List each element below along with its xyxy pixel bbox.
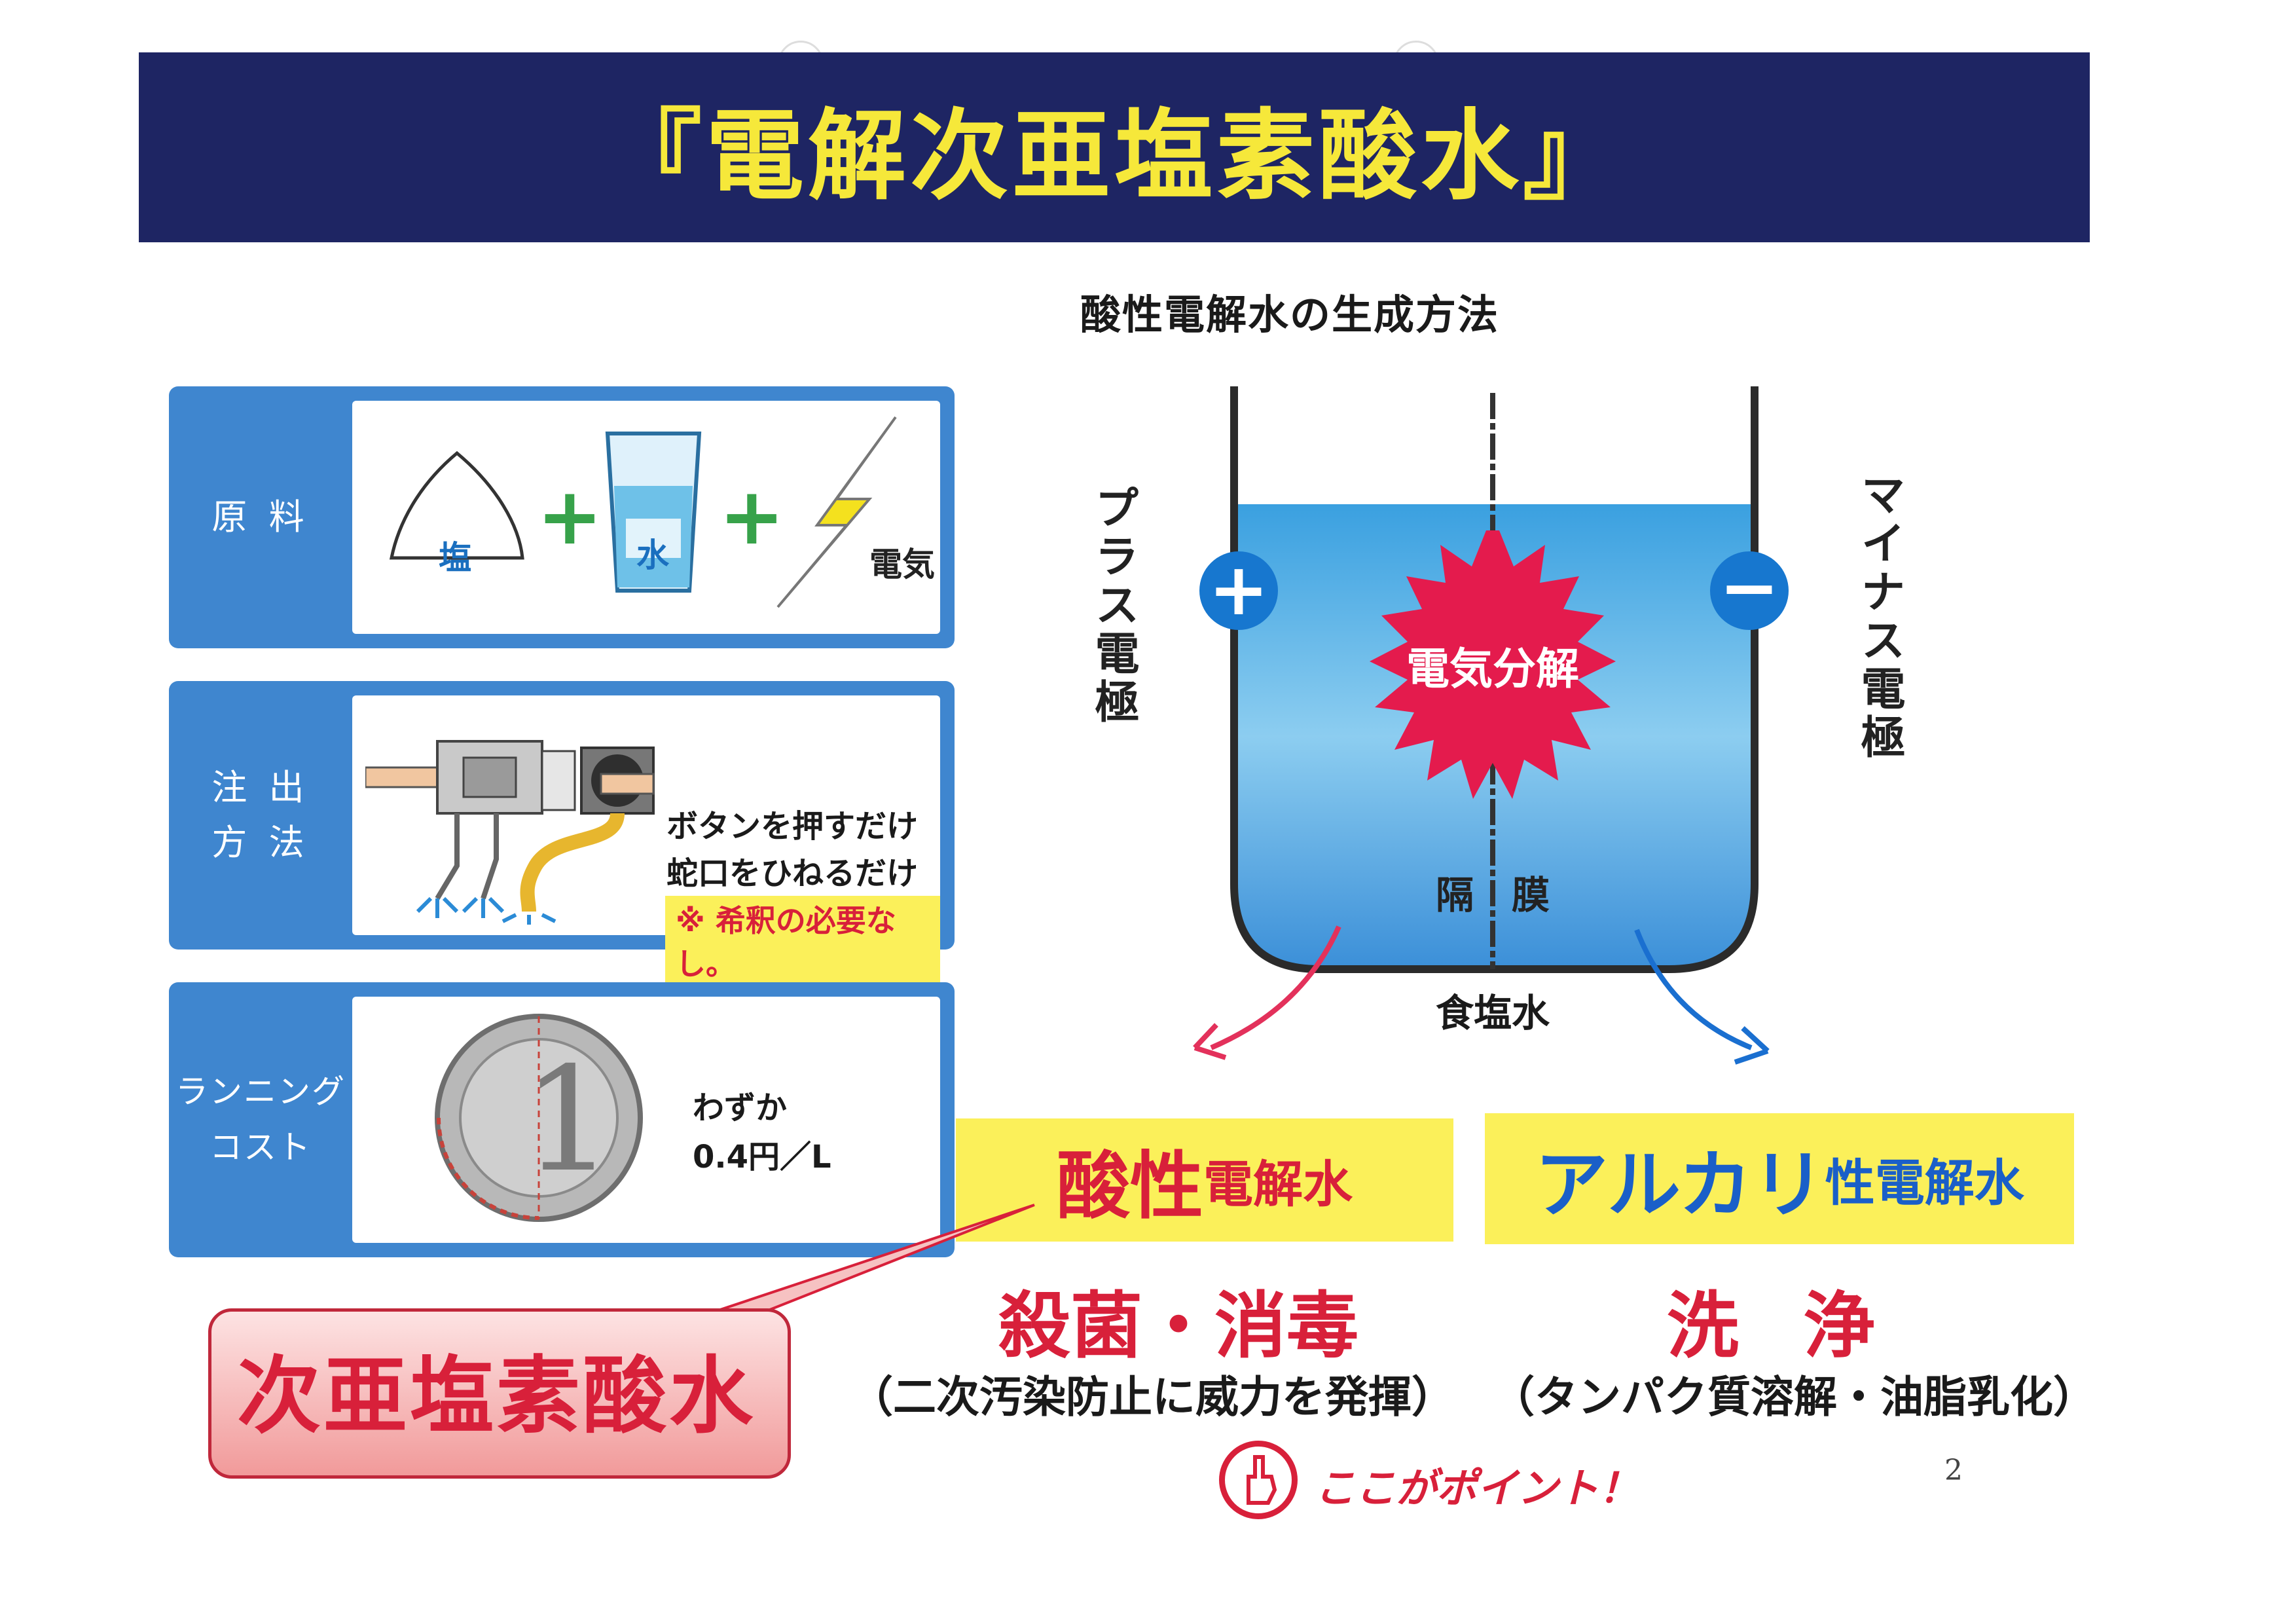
salt-pile-icon	[389, 451, 524, 560]
dispense-line-1: ボタンを押すだけ	[666, 808, 919, 845]
panel-running-cost: ランニング コスト 1 わずか 0.4円／L	[169, 982, 955, 1257]
plus-electrode-sign: +	[1199, 551, 1278, 630]
water-glass-icon	[605, 432, 702, 593]
hypochlorous-callout-text: 次亜塩素酸水	[236, 1348, 756, 1445]
cost-line-2: 0.4円／L	[693, 1139, 831, 1175]
alkali-water-label: アルカリ 性電解水	[1485, 1113, 2074, 1244]
acid-effect-detail: （二次汚染防止に威力を発揮）	[850, 1372, 1455, 1422]
one-yen-coin-icon	[435, 1014, 643, 1222]
point-hand-icon	[1219, 1441, 1298, 1519]
alkali-big: アルカリ	[1535, 1143, 1825, 1228]
burst-label: 電気分解	[1406, 644, 1579, 694]
page-title: 『電解次亜塩素酸水』	[603, 99, 1625, 213]
acid-big: 酸性	[1057, 1144, 1203, 1229]
no-dilution-note: ※ 希釈の必要なし。	[665, 896, 940, 985]
panel-ingredients-content: 塩 + 水 + 電気	[352, 401, 940, 634]
membrane-label: 隔 膜	[1435, 873, 1550, 917]
saltwater-label: 食塩水	[1435, 991, 1550, 1035]
alkali-effect-detail: （タンパク質溶解・油脂乳化）	[1491, 1372, 2096, 1422]
electrolysis-burst	[1370, 530, 1616, 799]
plus-sign-2: +	[719, 471, 785, 563]
panel-running-cost-content: 1 わずか 0.4円／L	[352, 997, 940, 1243]
water-label: 水	[636, 536, 669, 574]
panel-running-cost-label: ランニング コスト	[175, 1073, 346, 1166]
alkali-small: 性電解水	[1825, 1154, 2024, 1212]
acid-water-label: 酸性 電解水	[956, 1118, 1453, 1242]
point-label: ここがポイント！	[1315, 1464, 1640, 1512]
page-number: 2	[1944, 1454, 1963, 1487]
electricity-label: 電気	[869, 545, 935, 583]
minus-electrode-sign: −	[1710, 551, 1789, 630]
panel-dispensing: 注 出 方 法 ボタンを押すだけ 蛇口をひねるだけ ※ 希釈の必要なし。	[169, 681, 955, 985]
plus-electrode-label: プラス電極	[1087, 485, 1139, 727]
cost-line-1: わずか	[693, 1090, 788, 1126]
diagram-title: 酸性電解水の生成方法	[1080, 291, 1499, 339]
minus-electrode-label: マイナス電極	[1853, 471, 1904, 762]
acid-effect: 殺菌・消毒	[998, 1284, 1358, 1368]
acid-small: 電解水	[1203, 1155, 1353, 1213]
salt-label: 塩	[439, 539, 471, 577]
lightning-icon	[776, 416, 897, 608]
hypochlorous-callout	[208, 1308, 791, 1479]
alkali-effect: 洗 浄	[1666, 1284, 1895, 1368]
plus-sign-1: +	[537, 471, 603, 563]
title-banner	[139, 52, 2090, 242]
panel-ingredients: 原 料 塩 + 水 + 電気	[169, 386, 955, 648]
electrolysis-tank	[1193, 386, 1770, 1065]
dispense-line-2: 蛇口をひねるだけ	[666, 855, 919, 892]
panel-dispensing-content: ボタンを押すだけ 蛇口をひねるだけ ※ 希釈の必要なし。	[352, 695, 940, 985]
panel-ingredients-label: 原 料	[211, 496, 310, 538]
panel-dispensing-label: 注 出 方 法	[211, 767, 310, 863]
dispenser-illustration	[365, 740, 655, 925]
coin-numeral: 1	[522, 1036, 614, 1204]
